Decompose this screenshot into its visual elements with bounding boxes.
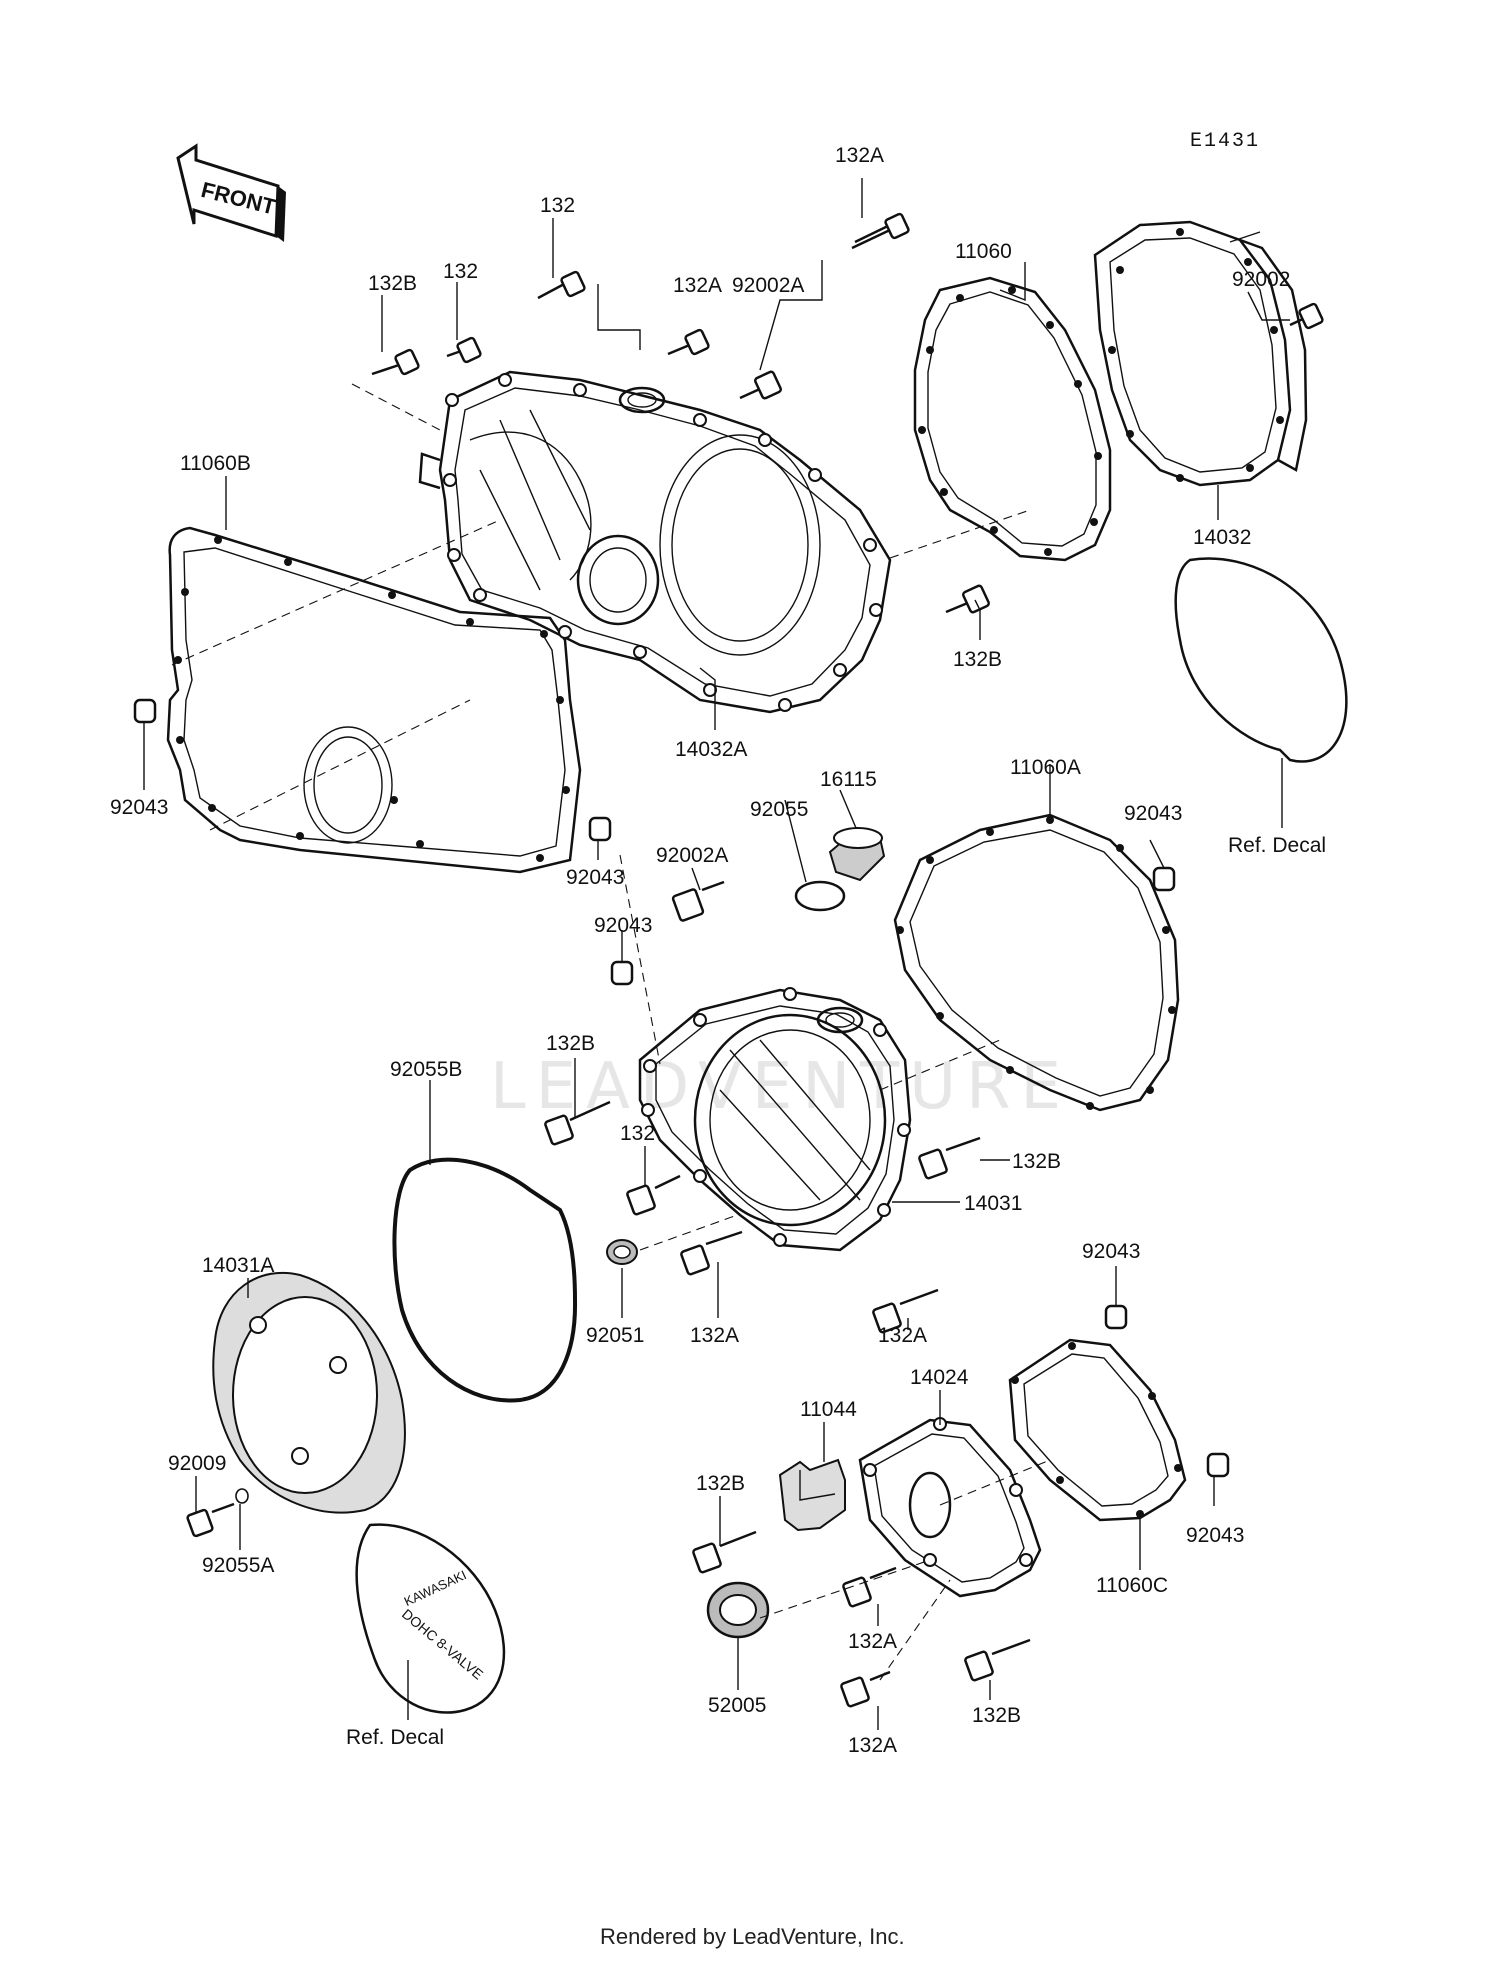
bolt-132a-b [667,328,710,356]
bolt-92009 [186,1502,235,1538]
callout-ref-decal-b: Ref. Decal [346,1726,444,1749]
leader-lines [143,178,1290,1730]
callout-132b-e: 132B [696,1472,745,1495]
callout-92055: 92055 [750,798,808,821]
callout-11044: 11044 [800,1398,857,1421]
dowel-pin-92043-e [1104,1304,1128,1330]
callout-92055b: 92055B [390,1058,462,1081]
callout-92043-a: 92043 [110,796,168,819]
callout-14031a: 14031A [202,1254,274,1277]
dowel-pin-92043-a [133,698,157,724]
decal-text-1: KAWASAKI [402,1567,469,1609]
footer-credit: Rendered by LeadVenture, Inc. [600,1924,905,1949]
callout-52005: 52005 [708,1694,766,1717]
gasket-11060b [166,526,582,874]
bolt-132-c [626,1174,681,1216]
callout-92043-d: 92043 [594,914,652,937]
callout-132b-d: 132B [1012,1150,1061,1173]
callout-132a-d: 132A [878,1324,927,1347]
callout-14032: 14032 [1193,526,1251,549]
callout-92055a: 92055A [202,1554,274,1577]
callout-132a-top: 132A [835,144,884,167]
cap-16115 [828,827,886,882]
callout-92051: 92051 [586,1324,644,1347]
front-arrow-icon: FRONT [176,143,286,242]
oil-seal-52005 [706,1581,770,1639]
callout-14032a: 14032A [675,738,747,761]
bolt-92002a-a [739,370,782,400]
callout-92002: 92002 [1232,268,1290,291]
diagram-code: E1431 [1190,130,1260,153]
bolt-132a-top [851,212,910,250]
callout-14031: 14031 [964,1192,1022,1215]
callout-92009: 92009 [168,1452,226,1475]
callout-14024: 14024 [910,1366,969,1389]
watermark-text: LEADVENTURE [490,1050,1071,1124]
callout-16115: 16115 [820,768,877,791]
callout-132a-e: 132A [848,1630,897,1653]
bracket-11044 [778,1458,846,1532]
callout-11060c: 11060C [1096,1574,1168,1597]
cover-14032a [418,370,892,714]
dowel-pin-92043-c [1152,866,1176,892]
seal-92051 [606,1239,638,1265]
bolt-132b-a [371,348,420,376]
bolt-92002 [1289,302,1324,330]
callout-132-c: 132 [620,1122,655,1145]
bolt-132b-f [964,1638,1031,1682]
callout-132b-f: 132B [972,1704,1021,1727]
callout-132b-b: 132B [953,648,1002,671]
dowel-pin-92043-b [588,816,612,842]
ref-decal-oval [1174,557,1348,763]
decal-text-2: DOHC 8-VALVE [399,1606,486,1683]
callout-132b-c: 132B [546,1032,595,1055]
alignment-lines [171,383,1051,1681]
cover-14031a [212,1271,406,1514]
bolt-132a-f [840,1670,891,1708]
washer-92055a [235,1488,249,1504]
callout-92043-f: 92043 [1186,1524,1244,1547]
callout-92043-b: 92043 [566,866,624,889]
bolt-132b-c [544,1100,611,1146]
gasket-11060c [1008,1338,1187,1522]
o-ring-92055 [794,880,846,912]
bolt-132a-d [872,1288,939,1334]
dowel-pin-92043-f [1206,1452,1230,1478]
bolt-132b-b [945,584,990,614]
dowel-pin-92043-d [610,960,634,986]
bolt-132-a [537,270,586,300]
callout-132-b: 132 [443,260,478,283]
callout-11060a: 11060A [1010,756,1081,779]
callout-132b-a: 132B [368,272,417,295]
cover-14024 [858,1417,1042,1598]
bolt-92002a-b [671,880,725,922]
bolt-132b-e [692,1530,757,1574]
bolt-132a-e [842,1566,897,1608]
gasket-11060 [913,276,1112,562]
o-ring-92055b [392,1157,578,1403]
gasket-11060a [893,813,1180,1112]
bolt-132b-d [918,1136,981,1180]
cover-14032 [1093,220,1308,487]
callout-132a-f: 132A [848,1734,897,1757]
callout-132a-c: 132A [690,1324,739,1347]
bolt-132a-c [680,1230,743,1276]
callout-92002a-a: 92002A [732,274,804,297]
callout-labels: 132A 132 132 132B 132A 92002A 11060 9200… [110,144,1326,1757]
callout-132a-b: 132A [673,274,722,297]
ref-decal-round: KAWASAKI DOHC 8-VALVE [355,1523,506,1714]
callout-ref-decal-a: Ref. Decal [1228,834,1326,857]
callout-132-a: 132 [540,194,575,217]
callout-11060b: 11060B [180,452,251,475]
bolt-132-b [446,336,482,364]
callout-92043-e: 92043 [1082,1240,1140,1263]
callout-11060: 11060 [955,240,1012,263]
cover-14031 [638,987,912,1252]
callout-92002a-b: 92002A [656,844,728,867]
callout-92043-c: 92043 [1124,802,1182,825]
